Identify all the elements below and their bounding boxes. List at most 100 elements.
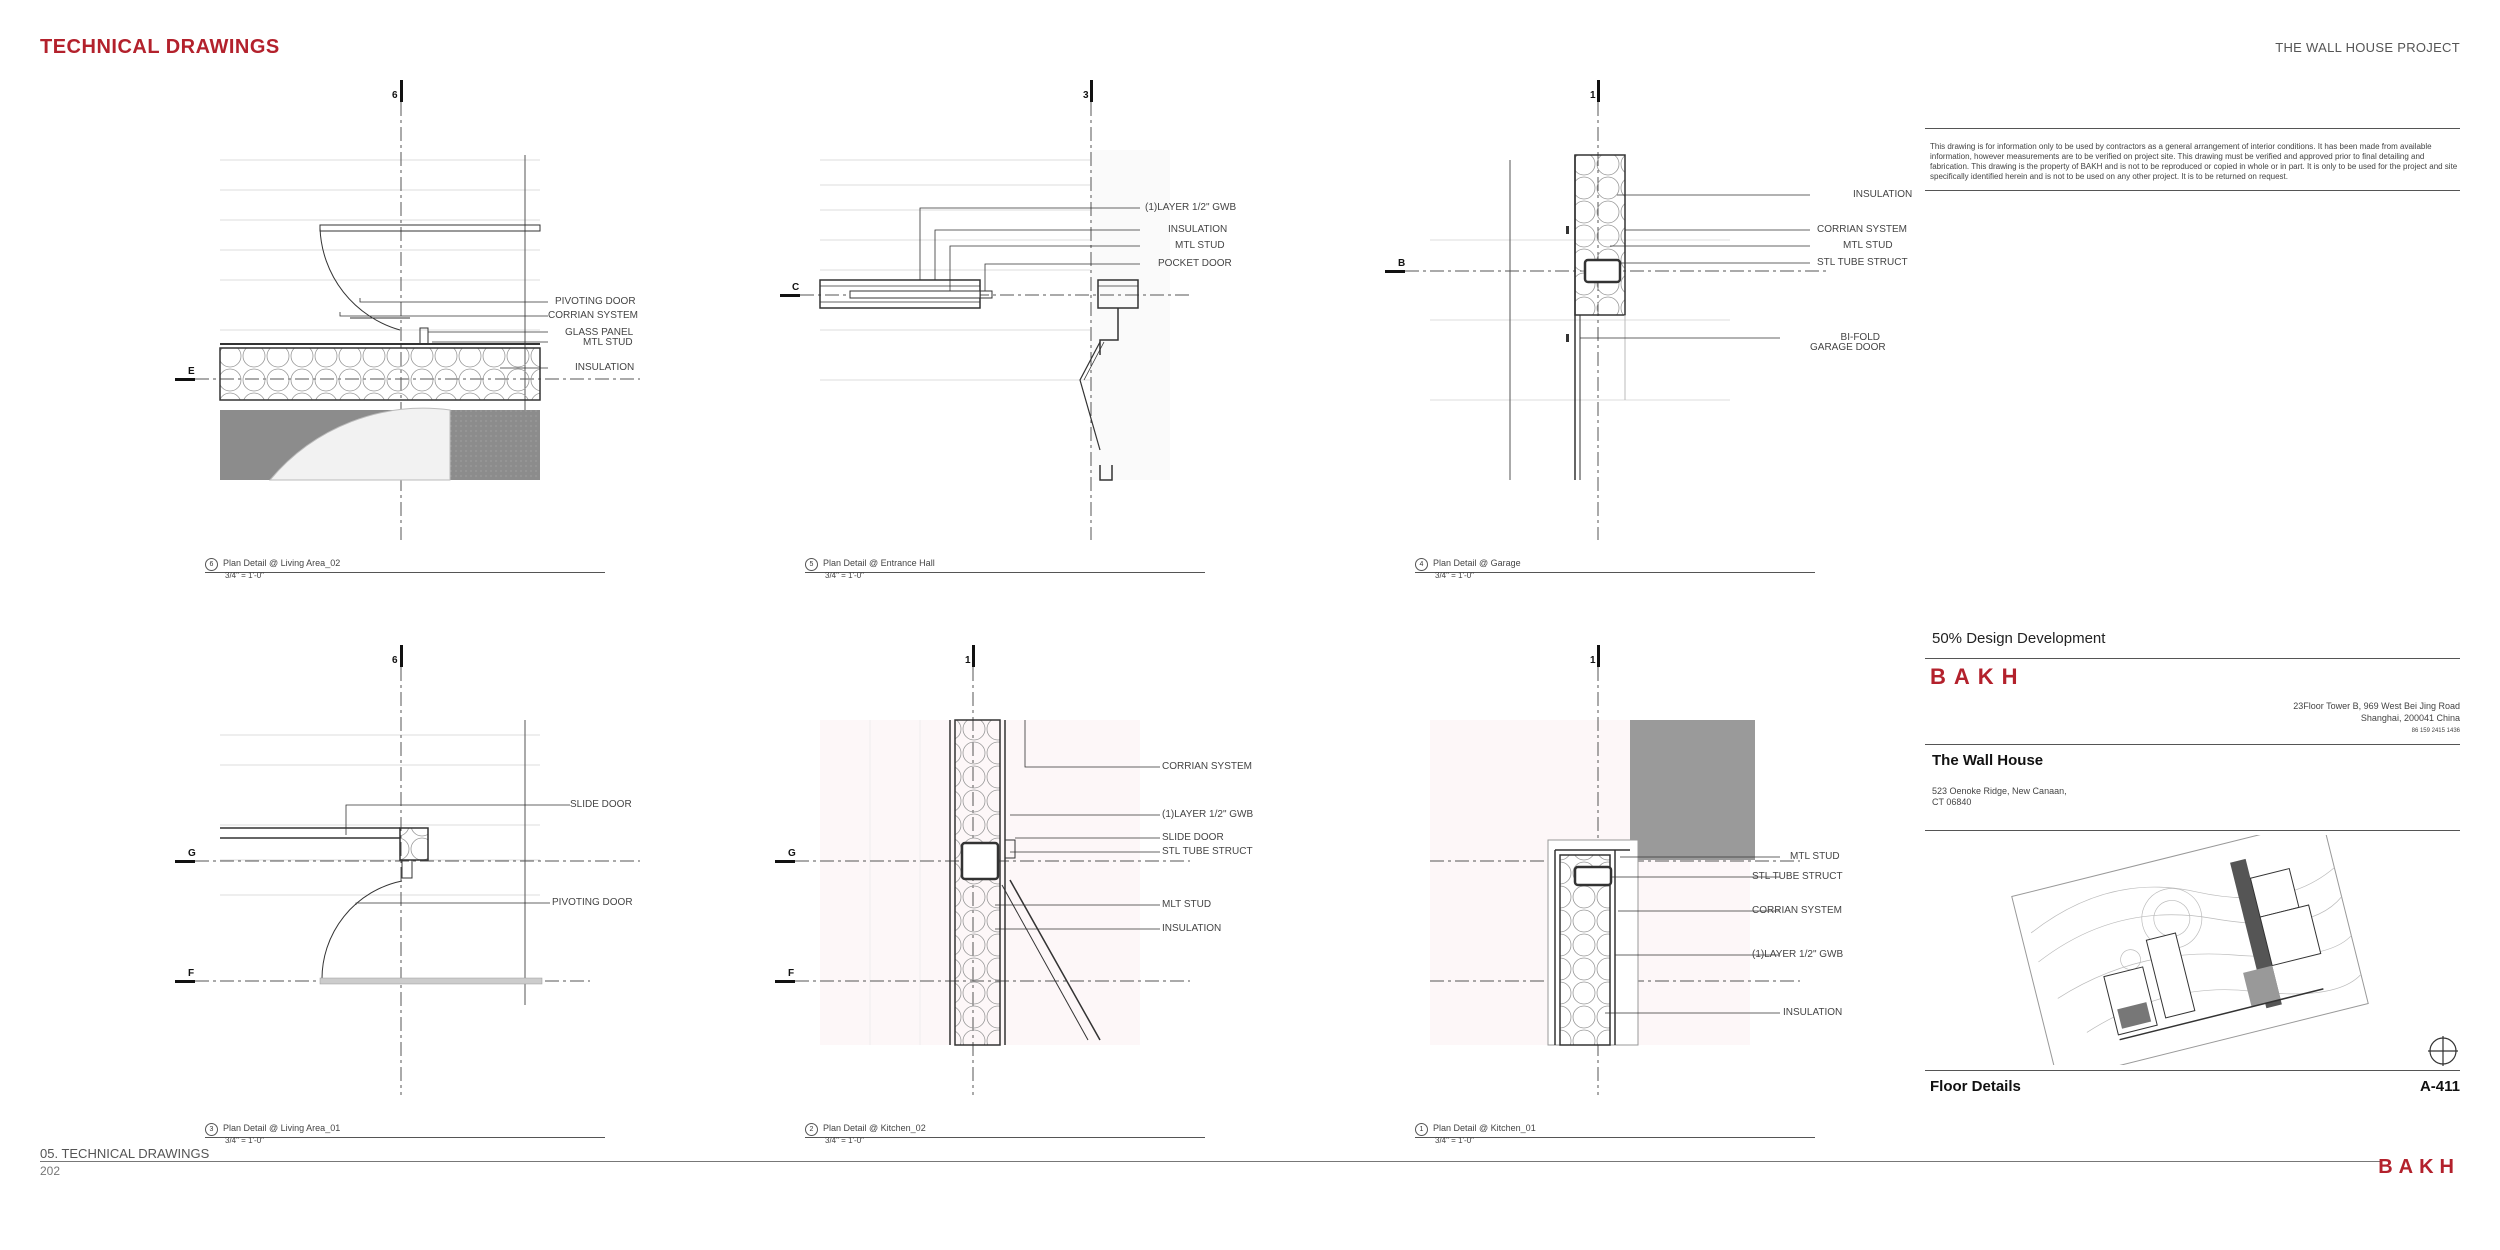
detail-1: 1 MTL STUD STL TUBE STRUCT CORRIAN SYSTE… — [1380, 645, 1940, 1205]
title-block-rule-6 — [1925, 1070, 2460, 1071]
grid-label-side-f: F — [188, 968, 195, 979]
project-address-line-2: CT 06840 — [1932, 797, 1972, 807]
detail-1-drawing — [1430, 645, 1800, 1095]
project-title: THE WALL HOUSE PROJECT — [2275, 40, 2460, 55]
detail-number: 3 — [205, 1123, 218, 1136]
label-insulation: INSULATION — [1853, 189, 1913, 200]
title-block-rule-1 — [1925, 128, 2460, 129]
label-pivoting-door: PIVOTING DOOR — [552, 897, 633, 908]
grid-label-top: 6 — [392, 90, 398, 101]
detail-4: 1 B INSULATION CORRIAN SYSTEM MTL STUD S… — [1380, 80, 1940, 640]
firm-address-line-1: 23Floor Tower B, 969 West Bei Jing Road — [2293, 701, 2460, 711]
firm-address: 23Floor Tower B, 969 West Bei Jing Road … — [2293, 700, 2460, 724]
detail-title: Plan Detail @ Living Area_02 — [223, 558, 341, 568]
label-stl-tube-struct: STL TUBE STRUCT — [1752, 871, 1843, 882]
label-mlt-stud: MLT STUD — [1162, 899, 1212, 910]
detail-6-caption: 6 Plan Detail @ Living Area_02 3/4" = 1'… — [205, 558, 605, 580]
north-arrow-icon — [2428, 1036, 2458, 1066]
project-address: 523 Oenoke Ridge, New Canaan, CT 06840 — [1932, 786, 2067, 808]
firm-logo: BAKH — [1930, 664, 2026, 689]
detail-scale: 3/4" = 1'-0" — [1435, 571, 1475, 580]
detail-3: 6 G F SLIDE DOOR PIVOTING DOOR 3 Plan De… — [170, 645, 730, 1205]
project-name: The Wall House — [1932, 752, 2044, 769]
grid-label-side-g: G — [188, 848, 196, 859]
detail-scale: 3/4" = 1'-0" — [825, 1136, 865, 1145]
detail-number: 4 — [1415, 558, 1428, 571]
label-stl-tube-struct: STL TUBE STRUCT — [1162, 846, 1253, 857]
firm-tel: 86 159 2415 1436 — [2411, 728, 2460, 734]
label-insulation: INSULATION — [1162, 923, 1222, 934]
detail-title: Plan Detail @ Entrance Hall — [823, 558, 935, 568]
detail-4-caption: 4 Plan Detail @ Garage 3/4" = 1'-0" — [1415, 558, 1815, 580]
label-gwb: (1)LAYER 1/2" GWB — [1752, 949, 1844, 960]
label-glass-panel: GLASS PANEL — [565, 327, 634, 338]
sheet-number: A-411 — [2419, 1078, 2460, 1095]
label-gwb: (1)LAYER 1/2" GWB — [1162, 809, 1254, 820]
detail-number: 2 — [805, 1123, 818, 1136]
grid-label-top: 1 — [1590, 655, 1596, 666]
label-insulation: INSULATION — [1783, 1007, 1843, 1018]
detail-4-drawing — [1385, 80, 1830, 540]
detail-3-drawing — [175, 645, 640, 1095]
grid-label-side-f: F — [788, 968, 795, 979]
label-corrian-system: CORRIAN SYSTEM — [1752, 905, 1843, 916]
detail-5: 3 C (1)LAYER 1/2" GWB INSULATION MTL STU… — [770, 80, 1330, 640]
label-insulation: INSULATION — [1168, 224, 1228, 235]
detail-3-caption: 3 Plan Detail @ Living Area_01 3/4" = 1'… — [205, 1123, 605, 1145]
title-block-rule-5 — [1925, 830, 2460, 831]
grid-label-side: E — [188, 366, 195, 377]
label-corrian-system: CORRIAN SYSTEM — [548, 310, 639, 321]
title-block-rule-2 — [1925, 190, 2460, 191]
footer-rule — [40, 1161, 2380, 1162]
detail-2-caption: 2 Plan Detail @ Kitchen_02 3/4" = 1'-0" — [805, 1123, 1205, 1145]
label-corrian-system: CORRIAN SYSTEM — [1162, 761, 1253, 772]
label-pivoting-door: PIVOTING DOOR — [555, 296, 636, 307]
site-plan — [2011, 835, 2369, 1065]
label-bi-fold: BI-FOLD — [1840, 332, 1880, 343]
label-slide-door: SLIDE DOOR — [570, 799, 632, 810]
detail-6-drawing — [175, 80, 640, 540]
grid-label-side: B — [1398, 258, 1406, 269]
label-gwb: (1)LAYER 1/2" GWB — [1145, 202, 1237, 213]
label-corrian-system: CORRIAN SYSTEM — [1817, 224, 1908, 235]
design-status: 50% Design Development — [1932, 630, 2106, 647]
detail-number: 1 — [1415, 1123, 1428, 1136]
project-address-line-1: 523 Oenoke Ridge, New Canaan, — [1932, 786, 2067, 796]
grid-label-side: C — [792, 282, 800, 293]
detail-1-caption: 1 Plan Detail @ Kitchen_01 3/4" = 1'-0" — [1415, 1123, 1815, 1145]
sheet-title: Floor Details — [1930, 1078, 2021, 1095]
section-title: TECHNICAL DRAWINGS — [40, 36, 280, 58]
detail-number: 5 — [805, 558, 818, 571]
detail-scale: 3/4" = 1'-0" — [825, 571, 865, 580]
grid-label-top: 1 — [1590, 90, 1596, 101]
detail-title: Plan Detail @ Kitchen_02 — [823, 1123, 926, 1133]
detail-scale: 3/4" = 1'-0" — [1435, 1136, 1475, 1145]
disclaimer-text: This drawing is for information only to … — [1930, 142, 2458, 181]
label-slide-door: SLIDE DOOR — [1162, 832, 1224, 843]
detail-2-drawing — [775, 645, 1190, 1095]
label-insulation: INSULATION — [575, 362, 635, 373]
label-garage-door: GARAGE DOOR — [1810, 342, 1886, 353]
label-pocket-door: POCKET DOOR — [1158, 258, 1232, 269]
detail-title: Plan Detail @ Living Area_01 — [223, 1123, 341, 1133]
detail-2: 1 G F CORRIAN SYSTEM (1)LAYER 1/2" GWB S… — [770, 645, 1330, 1205]
label-mtl-stud: MTL STUD — [1175, 240, 1225, 251]
footer-section: 05. TECHNICAL DRAWINGS — [40, 1146, 210, 1161]
title-block-rule-4 — [1925, 744, 2460, 745]
detail-6: 6 E PIVOTING DOOR CORRIAN SYSTEM GLASS P… — [170, 80, 730, 640]
detail-title: Plan Detail @ Kitchen_01 — [1433, 1123, 1536, 1133]
grid-label-top: 1 — [965, 655, 971, 666]
grid-label-top: 6 — [392, 655, 398, 666]
detail-5-drawing — [780, 80, 1190, 540]
detail-scale: 3/4" = 1'-0" — [225, 1136, 265, 1145]
label-mtl-stud: MTL STUD — [1790, 851, 1840, 862]
detail-number: 6 — [205, 558, 218, 571]
footer-logo: BAKH — [2378, 1156, 2460, 1178]
label-stl-tube-struct: STL TUBE STRUCT — [1817, 257, 1908, 268]
footer-page-number: 202 — [40, 1164, 61, 1178]
detail-scale: 3/4" = 1'-0" — [225, 571, 265, 580]
label-mtl-stud: MTL STUD — [583, 337, 633, 348]
grid-label-side-g: G — [788, 848, 796, 859]
grid-label-top: 3 — [1083, 90, 1089, 101]
detail-title: Plan Detail @ Garage — [1433, 558, 1521, 568]
